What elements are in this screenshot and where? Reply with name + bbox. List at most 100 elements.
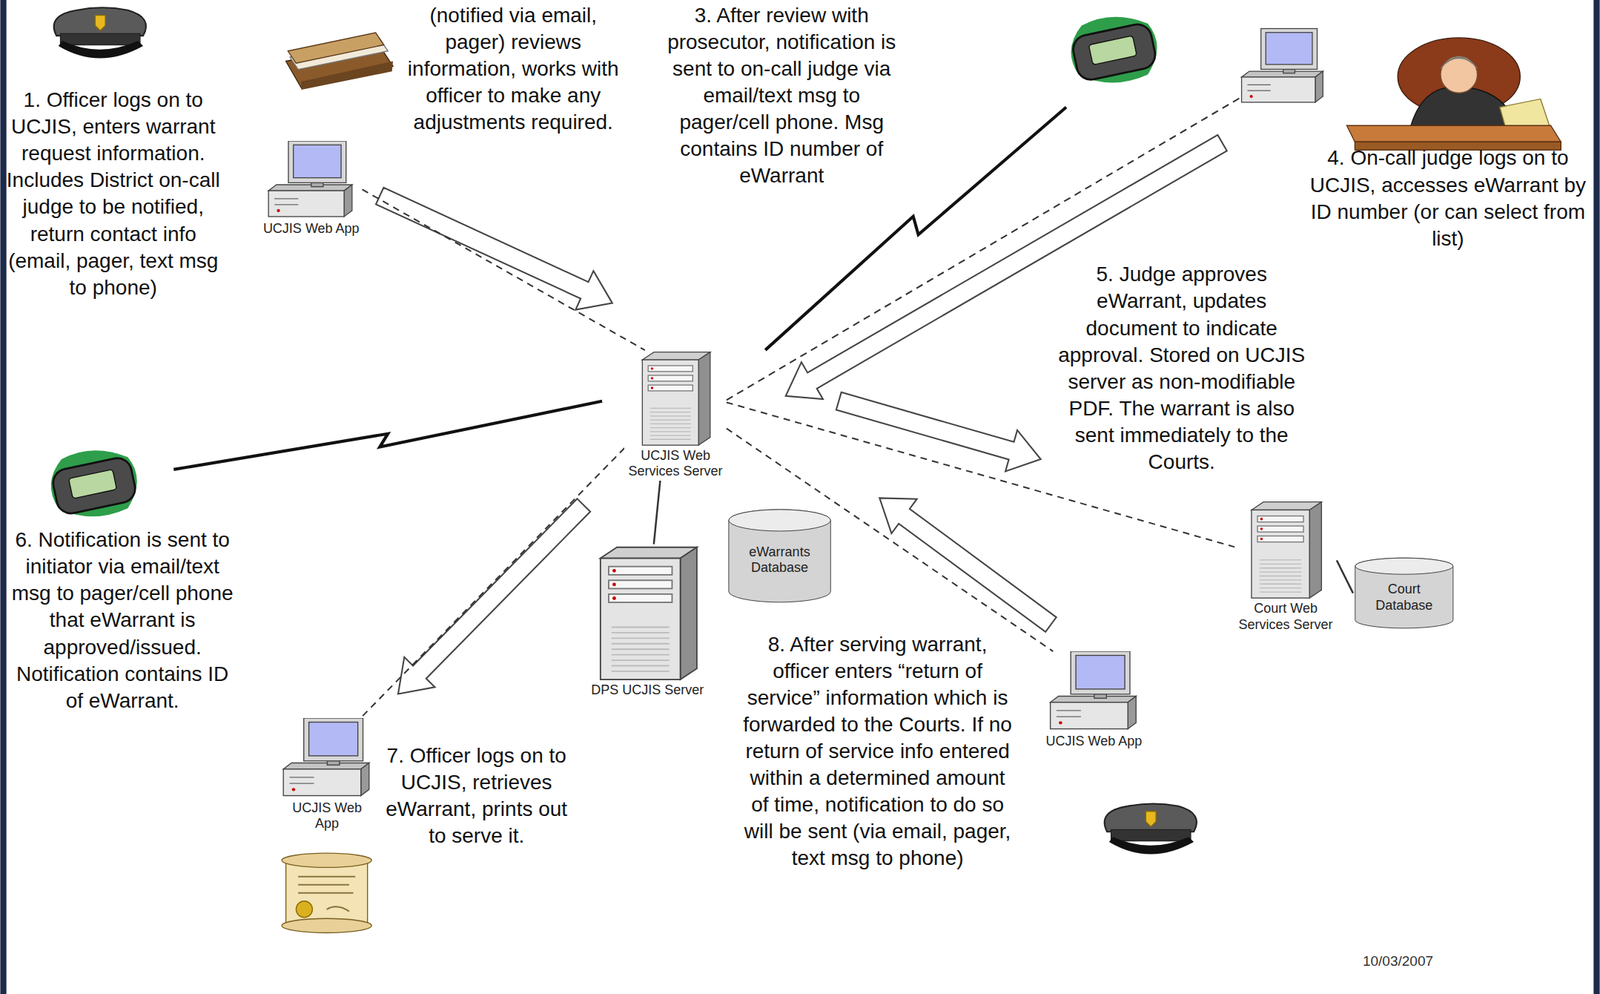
device-icon	[289, 776, 314, 778]
device-icon	[650, 438, 692, 440]
device-icon	[1260, 527, 1264, 531]
judge-computer	[1247, 84, 1271, 86]
judge-illustration	[1440, 56, 1478, 94]
judge-illustration	[1346, 37, 1561, 150]
judge-computer	[1247, 90, 1271, 92]
device-icon	[268, 184, 353, 191]
judge-computer	[1250, 94, 1254, 98]
node-label-area: UCJIS Web App	[1043, 732, 1146, 751]
device-icon	[1127, 696, 1136, 729]
flow-arrow	[836, 392, 1041, 472]
database-shape	[728, 509, 831, 603]
device-icon	[612, 596, 617, 600]
database-server: DPS UCJIS Server	[583, 544, 712, 700]
judge-computer	[1241, 77, 1316, 103]
database-cylinder: Court Database	[1353, 556, 1456, 630]
device-icon	[611, 648, 670, 650]
judge-illustration	[1440, 57, 1478, 69]
device-icon	[274, 197, 299, 199]
database-cylinder: eWarrants Database	[726, 507, 833, 605]
scroll-icon	[286, 860, 368, 924]
police-hat	[1104, 802, 1197, 832]
device-icon	[611, 670, 670, 672]
device-icon	[650, 434, 692, 436]
device-icon	[642, 352, 712, 446]
judge-computer	[1261, 28, 1318, 70]
device-icon	[278, 717, 376, 800]
device-icon	[608, 593, 672, 602]
device-icon	[650, 411, 692, 413]
device-icon	[650, 415, 692, 416]
device-icon	[1234, 499, 1337, 600]
step-note: 7. Officer logs on to UCJIS, retrieves e…	[379, 742, 574, 849]
police-hat	[58, 40, 144, 58]
node-label: Court Web Services Server	[1234, 599, 1337, 634]
folder-icon	[301, 61, 393, 91]
device-icon	[1055, 715, 1081, 717]
judge-computer	[1241, 28, 1324, 103]
device-icon	[1257, 516, 1304, 522]
wireless-signal	[173, 401, 603, 470]
node-label-area: UCJIS Web App	[260, 220, 363, 238]
device-icon	[608, 579, 672, 588]
device-icon	[650, 376, 654, 379]
device-icon	[1049, 650, 1136, 729]
police-hat	[94, 15, 106, 32]
device-icon	[1259, 563, 1302, 565]
device-icon	[1260, 537, 1264, 541]
step-note: (notified via email, pager) reviews info…	[398, 2, 628, 137]
pager-icon	[1070, 21, 1159, 83]
device-icon	[608, 565, 672, 574]
device-icon	[611, 642, 670, 644]
side-strip	[1593, 0, 1600, 994]
device-icon	[650, 430, 692, 432]
device-icon	[283, 762, 370, 769]
police-hat	[1145, 811, 1156, 827]
node-label: Court Database	[1362, 581, 1447, 614]
court-server: Court Web Services Server	[1234, 499, 1337, 634]
device-icon	[612, 567, 617, 572]
device-icon	[344, 184, 353, 217]
database-shape	[1355, 557, 1454, 628]
step-note: 1. Officer logs on to UCJIS, enters warr…	[2, 86, 225, 302]
side-strip	[0, 0, 6, 994]
judge-computer	[1241, 71, 1324, 78]
device-icon	[276, 209, 280, 213]
web-app-computer: UCJIS Web App	[260, 140, 363, 238]
step-note: 3. After review with prosecutor, notific…	[659, 2, 904, 190]
device-icon	[1075, 655, 1125, 689]
flow-arrow	[398, 498, 591, 694]
device-icon	[698, 352, 711, 446]
device-icon	[650, 427, 692, 428]
device-icon	[360, 762, 369, 795]
device-icon	[1259, 587, 1302, 588]
device-icon	[600, 546, 697, 679]
device-icon	[1259, 571, 1302, 573]
device-icon	[1259, 567, 1302, 568]
device-icon	[1257, 525, 1304, 532]
police-hat	[60, 33, 141, 45]
police-hat	[54, 7, 147, 58]
scroll-icon	[281, 852, 372, 932]
device-icon	[650, 419, 692, 421]
node-label-area: Court Web Services Server	[1234, 599, 1337, 634]
scroll-icon	[295, 900, 313, 918]
database-shape	[728, 509, 831, 603]
pager-icon	[1070, 17, 1159, 84]
pager-icon	[50, 455, 138, 517]
device-icon	[1251, 501, 1322, 598]
judge-illustration	[1346, 125, 1561, 142]
device-icon	[283, 768, 362, 795]
device-icon	[1260, 517, 1264, 521]
pager-icon	[50, 450, 138, 517]
node-label-area: UCJIS Web Services Server	[624, 447, 727, 481]
police-hat	[54, 7, 147, 36]
device-icon	[268, 140, 353, 217]
pager-icon	[51, 450, 138, 517]
device-icon	[611, 659, 670, 661]
node-label-area: Court Database	[1353, 556, 1456, 630]
device-icon	[624, 349, 727, 448]
pager-icon	[1088, 35, 1137, 65]
device-icon	[648, 365, 693, 372]
network-link	[1336, 559, 1354, 593]
